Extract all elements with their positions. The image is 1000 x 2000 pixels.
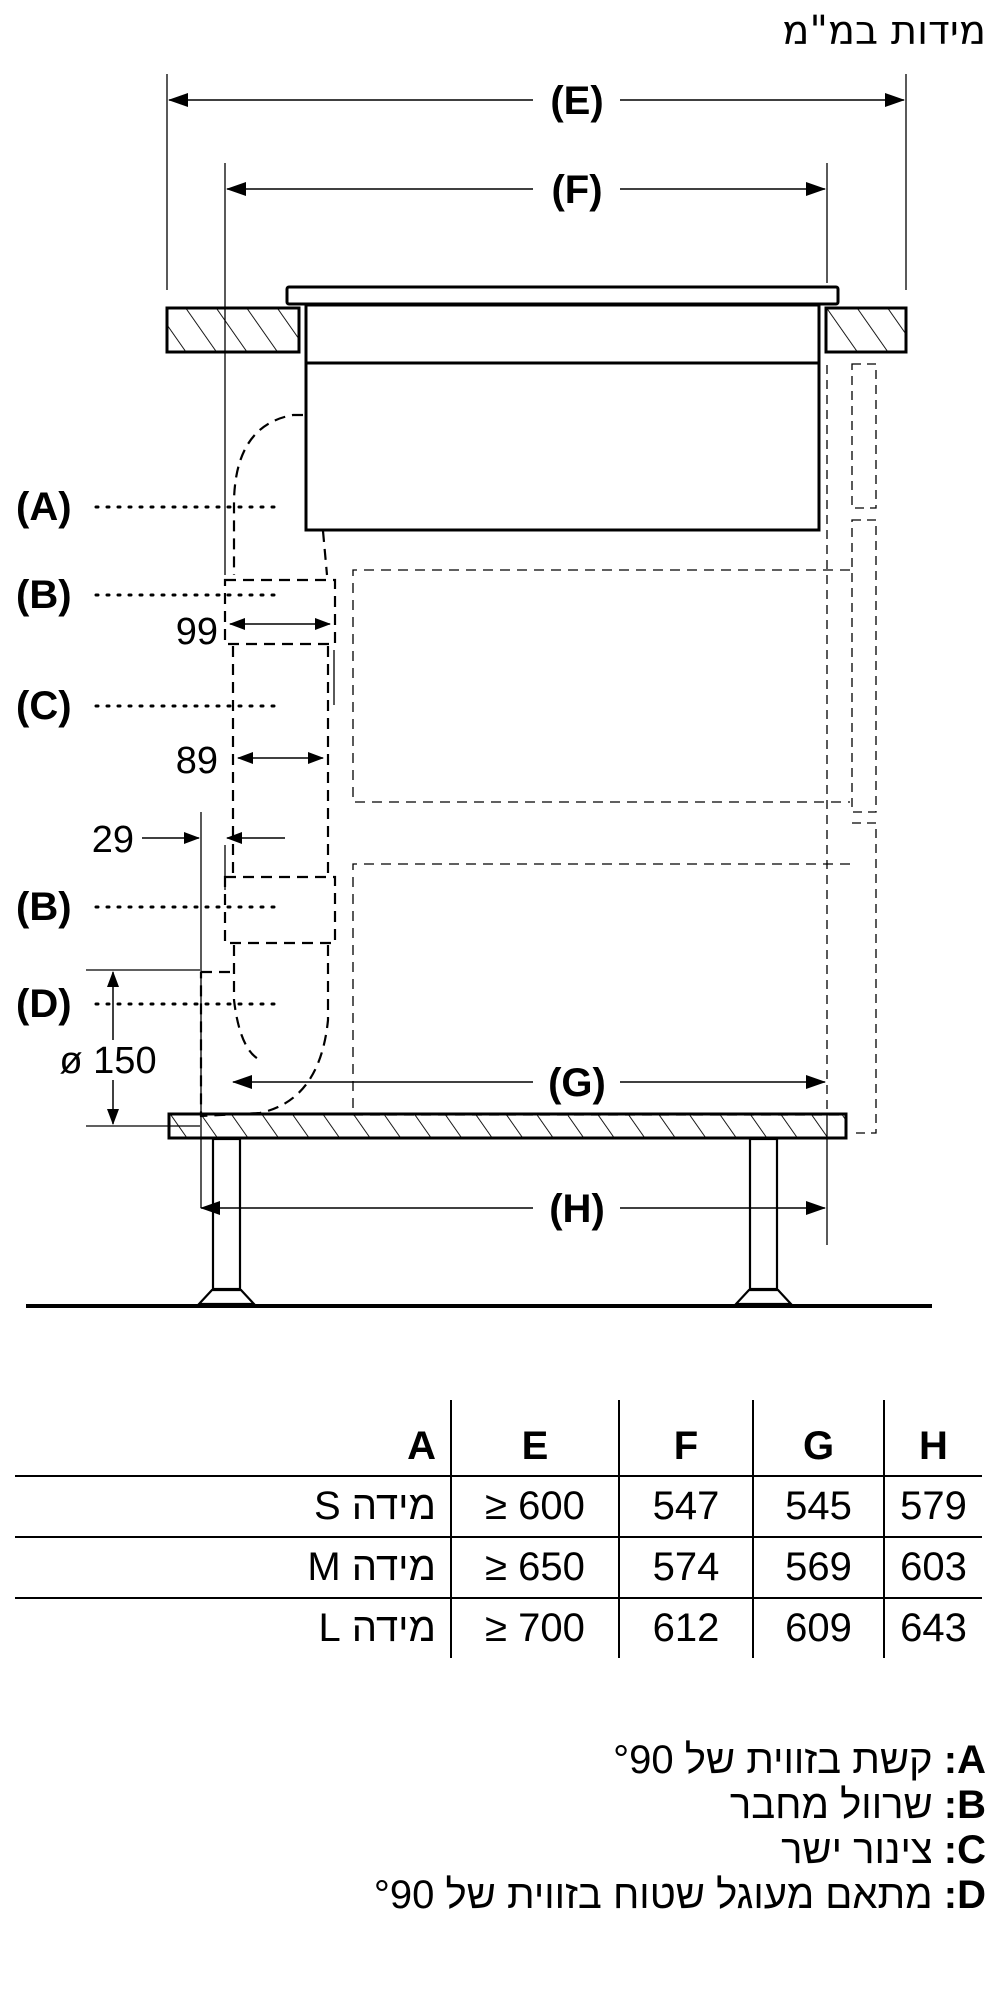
callout-label-b-lower: (B) bbox=[16, 885, 72, 929]
table-header-e: E bbox=[450, 1400, 619, 1476]
table-header-f: F bbox=[618, 1400, 753, 1476]
legend-key: D: bbox=[943, 1873, 986, 1917]
legend-text: מתאם מעוגל שטוח בזווית של °90 bbox=[373, 1873, 933, 1917]
dimension-h: (H) bbox=[200, 1115, 828, 1245]
dimension-e: (E) bbox=[166, 74, 907, 290]
cabinet-side-dashed bbox=[826, 363, 877, 1134]
measure-duct-width: 89 bbox=[176, 740, 324, 782]
g-cell: 569 bbox=[752, 1536, 884, 1598]
dimensions-table: A E F G H מידה S ≥ 600 547 545 579 מידה … bbox=[15, 1400, 982, 1658]
legend-key: C: bbox=[943, 1828, 986, 1872]
e-cell: ≥ 700 bbox=[450, 1597, 619, 1658]
worktop bbox=[165, 306, 908, 354]
cabinet-legs bbox=[196, 1137, 794, 1306]
h-cell: 643 bbox=[883, 1597, 982, 1658]
cabinet-base-plank bbox=[167, 1112, 848, 1140]
measure-diameter-150: ø 150 bbox=[59, 1040, 156, 1082]
dimension-f: (F) bbox=[224, 163, 828, 575]
callout-label-c: (C) bbox=[16, 684, 72, 728]
parts-legend: A: קשת בזווית של °90 B: שרוול מחבר C: צי… bbox=[374, 1738, 986, 1918]
table-row: מידה M ≥ 650 574 569 603 bbox=[15, 1536, 982, 1598]
callout-d: (D) bbox=[16, 982, 278, 1026]
installation-diagram: (E) (F) bbox=[16, 74, 932, 1308]
legend-item: B: שרוול מחבר bbox=[374, 1783, 986, 1828]
dimension-g: (G) bbox=[232, 1061, 826, 1105]
hob-unit bbox=[285, 285, 840, 532]
drawers-dashed bbox=[352, 569, 850, 1116]
callout-a: (A) bbox=[16, 485, 278, 529]
dimension-label-e: (E) bbox=[550, 79, 603, 123]
dimension-label-f: (F) bbox=[551, 168, 602, 212]
table-row: מידה S ≥ 600 547 545 579 bbox=[15, 1475, 982, 1537]
callout-c: (C) bbox=[16, 684, 278, 728]
table-header-h: H bbox=[883, 1400, 982, 1476]
measure-89: 89 bbox=[176, 740, 218, 782]
callout-label-b-upper: (B) bbox=[16, 573, 72, 617]
measure-99: 99 bbox=[176, 611, 218, 653]
table-row: מידה L ≥ 700 612 609 643 bbox=[15, 1597, 982, 1658]
legend-text: צינור ישר bbox=[781, 1828, 933, 1872]
f-cell: 612 bbox=[618, 1597, 753, 1658]
callout-label-d: (D) bbox=[16, 982, 72, 1026]
table-header-g: G bbox=[752, 1400, 884, 1476]
legend-key: B: bbox=[943, 1783, 986, 1827]
table-header-a: A bbox=[407, 1424, 436, 1468]
callout-b-upper: (B) bbox=[16, 573, 278, 617]
table-header-row: A E F G H bbox=[15, 1400, 982, 1476]
callout-label-a: (A) bbox=[16, 485, 72, 529]
size-cell: מידה M bbox=[15, 1536, 451, 1598]
legend-text: שרוול מחבר bbox=[729, 1783, 933, 1827]
h-cell: 603 bbox=[883, 1536, 982, 1598]
size-cell: מידה S bbox=[15, 1475, 451, 1537]
measure-diameter: ø 150 bbox=[59, 971, 157, 1125]
g-cell: 545 bbox=[752, 1475, 884, 1537]
e-cell: ≥ 650 bbox=[450, 1536, 619, 1598]
g-cell: 609 bbox=[752, 1597, 884, 1658]
measure-29: 29 bbox=[92, 819, 134, 861]
measure-sleeve-width: 99 bbox=[176, 611, 331, 653]
f-cell: 574 bbox=[618, 1536, 753, 1598]
dimension-label-h: (H) bbox=[549, 1187, 605, 1231]
legend-item: A: קשת בזווית של °90 bbox=[374, 1738, 986, 1783]
legend-item: C: צינור ישר bbox=[374, 1828, 986, 1873]
units-title: מידות במ"מ bbox=[782, 8, 986, 54]
legend-key: A: bbox=[943, 1738, 986, 1782]
f-cell: 547 bbox=[618, 1475, 753, 1537]
dimension-label-g: (G) bbox=[548, 1061, 606, 1105]
measure-offset: 29 bbox=[92, 819, 285, 861]
e-cell: ≥ 600 bbox=[450, 1475, 619, 1537]
legend-item: D: מתאם מעוגל שטוח בזווית של °90 bbox=[374, 1873, 986, 1918]
size-cell: מידה L bbox=[15, 1597, 451, 1658]
legend-text: קשת בזווית של °90 bbox=[613, 1738, 933, 1782]
callout-b-lower: (B) bbox=[16, 885, 278, 929]
h-cell: 579 bbox=[883, 1475, 982, 1537]
